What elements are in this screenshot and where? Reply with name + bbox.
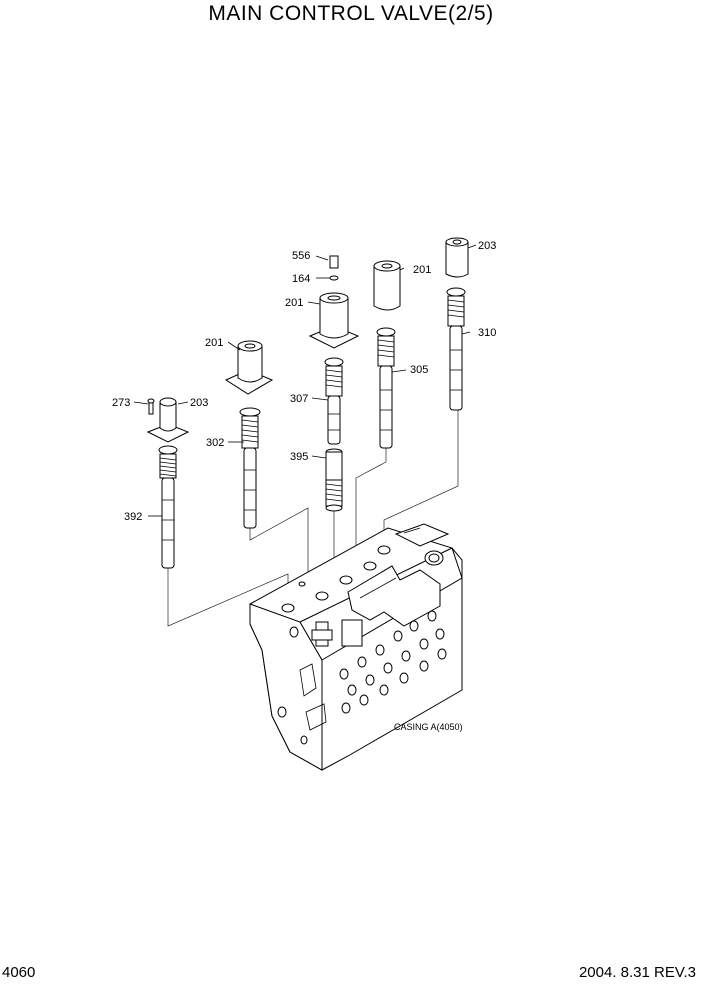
spool-305 <box>376 327 396 449</box>
casing-face-holes <box>277 610 447 745</box>
piston-395 <box>325 448 343 512</box>
page-number: 4060 <box>2 964 36 981</box>
callout-273: 273 <box>112 397 130 409</box>
cover-203-left <box>146 397 190 443</box>
callout-201-right: 201 <box>413 264 431 276</box>
revision-date: 2004. 8.31 REV.3 <box>578 964 696 981</box>
casing-block <box>249 523 463 771</box>
callout-203-right: 203 <box>478 240 496 252</box>
callout-201-left: 201 <box>205 337 223 349</box>
callout-302: 302 <box>206 437 224 449</box>
callout-392: 392 <box>124 511 142 523</box>
callout-164: 164 <box>292 273 310 285</box>
cover-201-column-305 <box>373 260 401 311</box>
callout-203-left: 203 <box>190 397 208 409</box>
callout-labels: 556 164 201 201 203 201 310 305 307 273 … <box>112 240 496 732</box>
cover-201-column-302 <box>224 340 274 395</box>
callout-201-center: 201 <box>285 297 303 309</box>
spool-302 <box>239 407 261 529</box>
page-title: MAIN CONTROL VALVE(2/5) <box>208 2 494 25</box>
spool-392 <box>158 445 178 569</box>
callout-310: 310 <box>478 327 496 339</box>
callout-395: 395 <box>290 451 308 463</box>
cover-201-column-307 <box>308 255 360 349</box>
casing-label: CASING A(4050) <box>394 722 463 732</box>
cover-203-column-310 <box>445 237 469 278</box>
callout-307: 307 <box>290 393 308 405</box>
callout-556: 556 <box>292 250 310 262</box>
spool-310 <box>446 287 466 411</box>
spool-307 <box>324 357 344 445</box>
callout-305: 305 <box>410 364 428 376</box>
callout-leader-lines <box>133 244 477 517</box>
